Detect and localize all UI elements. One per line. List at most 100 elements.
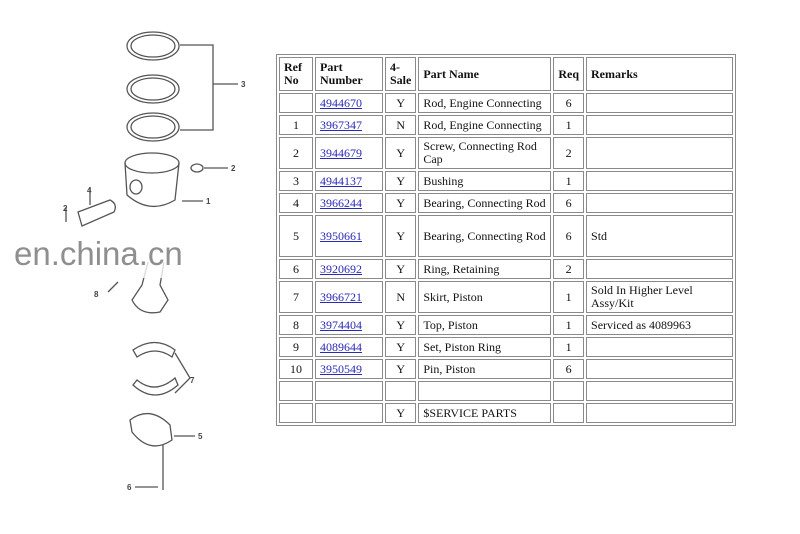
parts-table: Ref No Part Number 4-Sale Part Name Req …: [276, 54, 737, 426]
ref-no-cell: 6: [279, 259, 313, 279]
req-cell: 1: [553, 315, 585, 335]
callout-5: 5: [198, 432, 203, 441]
ref-no-cell: 1: [279, 115, 313, 135]
part-number-cell: [315, 403, 383, 423]
req-cell: 1: [553, 337, 585, 357]
piston-ring-2: [126, 74, 180, 104]
part-number-cell: 3974404: [315, 315, 383, 335]
part-number-link[interactable]: 3920692: [320, 261, 362, 276]
retaining-ring: [190, 163, 204, 173]
ref-no-cell: 8: [279, 315, 313, 335]
callout-3: 3: [241, 80, 246, 89]
header-remarks: Remarks: [586, 57, 734, 91]
part-name-cell: [418, 381, 552, 401]
req-cell: 6: [553, 193, 585, 213]
part-name-cell: Bushing: [418, 171, 552, 191]
part-number-link[interactable]: 3966721: [320, 289, 362, 304]
connecting-rod: [131, 261, 169, 314]
remarks-cell: [586, 171, 734, 191]
req-cell: 1: [553, 171, 585, 191]
part-number-link[interactable]: 3967347: [320, 117, 362, 132]
part-number-cell: 3966721: [315, 281, 383, 313]
part-name-cell: Skirt, Piston: [418, 281, 552, 313]
req-cell: 6: [553, 215, 585, 257]
callout-8: 8: [94, 290, 99, 299]
remarks-cell: [586, 259, 734, 279]
req-cell: 2: [553, 137, 585, 169]
ref-no-cell: 3: [279, 171, 313, 191]
part-number-link[interactable]: 4944137: [320, 173, 362, 188]
remarks-cell: Serviced as 4089963: [586, 315, 734, 335]
ref-no-cell: 4: [279, 193, 313, 213]
callout-2b: 2: [63, 204, 68, 213]
for-sale-cell: Y: [385, 315, 417, 335]
for-sale-cell: N: [385, 115, 417, 135]
part-name-cell: Rod, Engine Connecting: [418, 115, 552, 135]
remarks-cell: [586, 93, 734, 113]
callout-6: 6: [127, 483, 132, 492]
ref-no-cell: [279, 93, 313, 113]
part-number-link[interactable]: 3950661: [320, 228, 362, 243]
req-cell: 6: [553, 359, 585, 379]
piston-pin: [77, 199, 116, 227]
for-sale-cell: Y: [385, 215, 417, 257]
part-number-cell: 3950549: [315, 359, 383, 379]
for-sale-cell: N: [385, 281, 417, 313]
piston: [124, 152, 180, 207]
remarks-cell: [586, 193, 734, 213]
for-sale-cell: Y: [385, 193, 417, 213]
bearing-upper: [132, 341, 176, 358]
ref-no-cell: 9: [279, 337, 313, 357]
part-number-link[interactable]: 3950549: [320, 361, 362, 376]
part-number-link[interactable]: 3944679: [320, 145, 362, 160]
part-number-cell: 3967347: [315, 115, 383, 135]
req-cell: [553, 403, 585, 423]
for-sale-cell: Y: [385, 359, 417, 379]
remarks-cell: [586, 137, 734, 169]
for-sale-cell: Y: [385, 337, 417, 357]
part-number-link[interactable]: 4944670: [320, 95, 362, 110]
part-name-cell: Screw, Connecting Rod Cap: [418, 137, 552, 169]
for-sale-cell: Y: [385, 259, 417, 279]
req-cell: 2: [553, 259, 585, 279]
req-cell: 1: [553, 115, 585, 135]
for-sale-cell: Y: [385, 137, 417, 169]
piston-ring-3: [126, 112, 180, 142]
ref-no-cell: [279, 381, 313, 401]
part-number-link[interactable]: 3974404: [320, 317, 362, 332]
part-number-cell: [315, 381, 383, 401]
bearing-lower: [132, 376, 179, 396]
table-row: [279, 381, 734, 401]
header-part-number: Part Number: [315, 57, 383, 91]
req-cell: [553, 381, 585, 401]
part-number-link[interactable]: 4089644: [320, 339, 362, 354]
part-name-cell: Top, Piston: [418, 315, 552, 335]
callout-7: 7: [190, 376, 195, 385]
part-number-cell: 3950661: [315, 215, 383, 257]
ref-no-cell: [279, 403, 313, 423]
remarks-cell: [586, 337, 734, 357]
remarks-cell: [586, 115, 734, 135]
callout-4: 4: [87, 186, 92, 195]
ref-no-cell: 5: [279, 215, 313, 257]
callout-2: 2: [231, 164, 236, 173]
table-header: Ref No Part Number 4-Sale Part Name Req …: [279, 57, 734, 91]
remarks-cell: [586, 403, 734, 423]
remarks-cell: Sold In Higher Level Assy/Kit: [586, 281, 734, 313]
ref-no-cell: 2: [279, 137, 313, 169]
part-number-link[interactable]: 3966244: [320, 195, 362, 210]
header-req: Req: [553, 57, 585, 91]
callout-1: 1: [206, 197, 211, 206]
rod-cap: [129, 413, 173, 447]
part-name-cell: Pin, Piston: [418, 359, 552, 379]
